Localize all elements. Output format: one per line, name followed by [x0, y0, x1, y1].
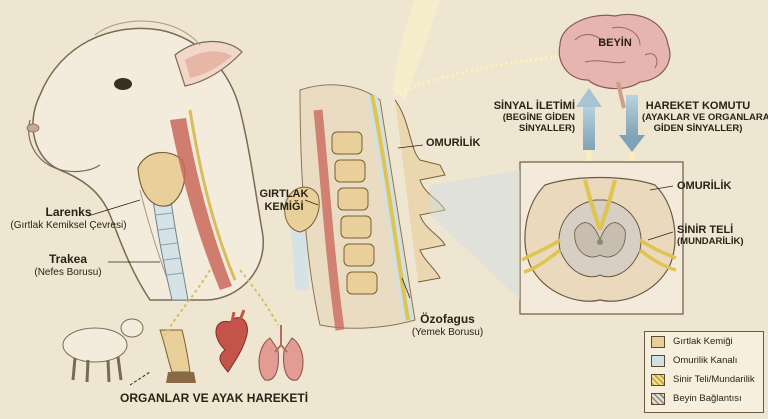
brain-label: BEYİN: [598, 37, 632, 49]
motor-down-arrow: [619, 95, 645, 152]
lungs-icon: [258, 325, 304, 381]
legend-swatch: [651, 354, 665, 367]
legend: Gırtlak Kemiği Omurilik Kanalı Sinir Tel…: [644, 331, 764, 413]
brain: [558, 13, 671, 109]
larynx-bone: [137, 151, 186, 207]
legend-swatch: [651, 335, 665, 348]
cross-section-panel: [430, 161, 684, 315]
larynx-label: Larenks (Gırtlak Kemiksel Çevresi): [10, 205, 127, 231]
signal-up-arrow: [576, 88, 602, 150]
neck-muscle: [170, 109, 237, 290]
legend-item-brain-link: Beyin Bağlantısı: [645, 389, 763, 408]
signal-transmission-label: SİNYAL İLETİMİ (BEGİNE GİDEN SİNYALLER): [493, 100, 575, 134]
larynx-bone-label: GIRTLAK KEMİĞİ: [259, 188, 309, 213]
legend-swatch: [651, 392, 665, 405]
spinal-cord-label-right: OMURİLİK: [677, 180, 732, 192]
heart-icon: [215, 309, 248, 373]
legend-item-nerve: Sinir Teli/Mundarilik: [645, 370, 763, 389]
legend-item-canal: Omurilik Kanalı: [645, 351, 763, 370]
trachea-label: Trakea (Nefes Borusu): [34, 252, 102, 278]
leg-hoof-icon: [159, 329, 196, 383]
motor-command-label: HAREKET KOMUTU (AYAKLAR VE ORGANLARA GİD…: [642, 100, 768, 134]
esophagus-label: Özofagus (Yemek Borusu): [411, 312, 484, 338]
legend-item-bone: Gırtlak Kemiği: [645, 332, 763, 351]
nerve-fiber-label: SİNİR TELİ (MUNDARİLİK): [677, 224, 744, 247]
spinal-cord-label-top: OMURİLİK: [426, 137, 481, 149]
legend-swatch: [651, 373, 665, 386]
lamb-icon: [62, 318, 144, 383]
organs-movement-label: ORGANLAR VE AYAK HAREKETİ: [120, 391, 309, 405]
spine-column: [283, 84, 446, 331]
